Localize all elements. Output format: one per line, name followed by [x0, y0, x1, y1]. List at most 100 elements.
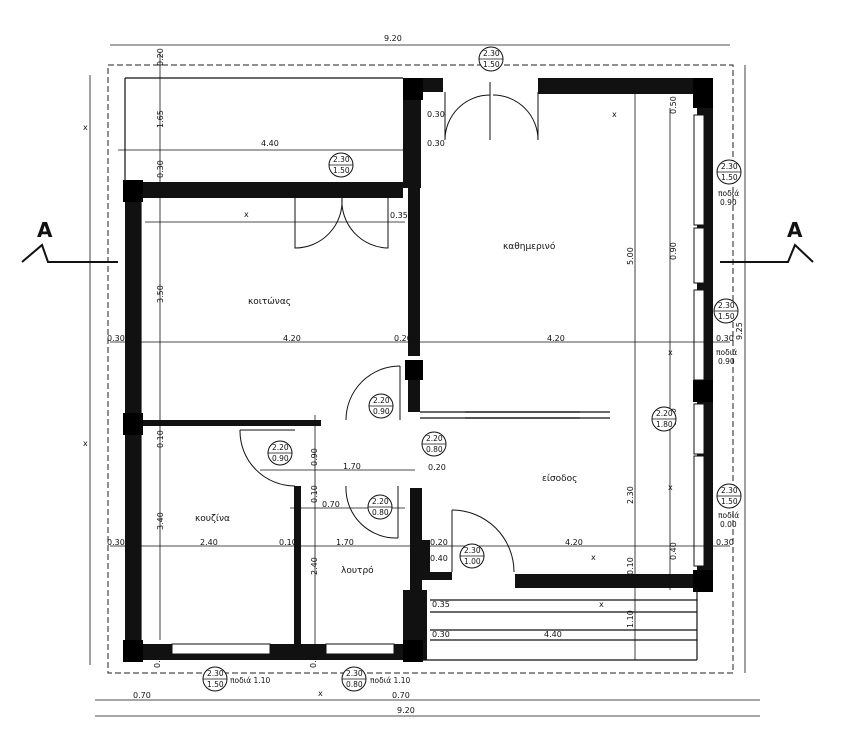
svg-text:2.30: 2.30: [346, 669, 363, 678]
svg-text:1.50: 1.50: [718, 312, 735, 321]
dim-door-jamb-a: 0.30: [427, 110, 445, 119]
dim-right-030-b: 0.30: [716, 538, 734, 547]
svg-text:ποδιά: ποδιά: [718, 511, 739, 520]
svg-text:1.50: 1.50: [721, 497, 738, 506]
dim-bedroom-width: 4.20: [283, 334, 301, 343]
svg-text:2.30: 2.30: [721, 486, 738, 495]
door-swings: [239, 82, 539, 573]
dim-entrance-width: 4.20: [565, 538, 583, 547]
svg-text:0.90: 0.90: [272, 454, 289, 463]
right-windows: [693, 114, 705, 567]
dim-bedroom-depth: 3.50: [156, 285, 165, 303]
dim-right-050: 0.50: [669, 96, 678, 114]
dim-bath-wall: 0.10: [310, 485, 319, 503]
dim-living-width: 4.20: [547, 334, 565, 343]
dim-kitchen-wall-top: 0.10: [156, 430, 165, 448]
dim-x-mark-4: x: [668, 483, 673, 492]
svg-text:2.30: 2.30: [718, 301, 735, 310]
dim-kitchen-wall-left: 0.30: [107, 538, 125, 547]
dim-hall-020-b: 0.20: [430, 538, 448, 547]
svg-text:1.50: 1.50: [207, 680, 224, 689]
dim-right-040: 0.40: [669, 542, 678, 560]
dim-bottom-right-070: 0.70: [392, 691, 410, 700]
dim-x-mark-7: x: [83, 123, 88, 132]
dim-x-mark-2: x: [612, 110, 617, 119]
room-label-kitchen: κουζίνα: [195, 514, 230, 524]
dim-bottom-110: 1.10: [626, 610, 635, 628]
dim-top-wall-a: 0.20: [156, 48, 165, 66]
svg-text:2.20: 2.20: [373, 396, 390, 405]
svg-text:ποδιά 1.10: ποδιά 1.10: [230, 676, 270, 685]
dim-x-mark-6: x: [599, 600, 604, 609]
dim-bath-width-top: 1.70: [343, 462, 361, 471]
dim-x-mark-9: x: [318, 689, 323, 698]
dim-right-010: 0.10: [626, 557, 635, 575]
dim-bath-width: 1.70: [336, 538, 354, 547]
dim-bath-070: 0.70: [322, 500, 340, 509]
dim-bottom-total: 9.20: [397, 706, 415, 715]
dimension-lines: [89, 44, 760, 717]
svg-text:1.50: 1.50: [483, 60, 500, 69]
svg-text:2.20: 2.20: [656, 409, 673, 418]
dim-right-090-a: 0.90: [669, 242, 678, 260]
room-label-bedroom: κοιτώνας: [248, 296, 291, 307]
dim-hall-020-a: 0.20: [428, 463, 446, 472]
dim-entrance-depth: 2.30: [626, 486, 635, 504]
dim-right-total: 9.25: [735, 322, 744, 340]
dim-bottom-left-070: 0.70: [133, 691, 151, 700]
svg-text:2.30: 2.30: [464, 546, 481, 555]
dim-bedroom-width-top: 4.40: [261, 139, 279, 148]
svg-text:2.20: 2.20: [426, 434, 443, 443]
svg-text:2.30: 2.30: [721, 162, 738, 171]
dim-bottom-wall-a: 0.10: [153, 650, 162, 668]
room-label-living: καθημερινό: [503, 241, 556, 252]
dim-entrance-040: 0.40: [430, 554, 448, 563]
svg-text:ποδιά: ποδιά: [718, 189, 739, 198]
svg-text:2.20: 2.20: [372, 497, 389, 506]
dim-top-wall-b: 0.30: [156, 160, 165, 178]
svg-text:1.50: 1.50: [333, 166, 350, 175]
opening-tags: [202, 46, 742, 692]
svg-text:1.00: 1.00: [464, 557, 481, 566]
svg-text:2.30: 2.30: [483, 49, 500, 58]
dim-right-030-a: 0.30: [716, 334, 734, 343]
wall-outlines: [124, 77, 698, 661]
svg-text:1.80: 1.80: [656, 420, 673, 429]
dim-kitchen-wall-right: 0.10: [279, 538, 297, 547]
dim-hall-090: 0.90: [310, 448, 319, 466]
svg-text:2.30: 2.30: [333, 155, 350, 164]
svg-text:0.90: 0.90: [373, 407, 390, 416]
dim-jamb-035: 0.35: [390, 211, 408, 220]
dim-door-jamb-b: 0.30: [427, 139, 445, 148]
section-cut-lines: [21, 243, 814, 263]
section-mark-right: A: [787, 218, 803, 242]
svg-text:ποδιά: ποδιά: [716, 348, 737, 357]
svg-text:2.20: 2.20: [272, 443, 289, 452]
svg-text:0.90: 0.90: [718, 357, 735, 366]
dim-bottom-wall-b: 0.10: [309, 650, 318, 668]
dim-living-depth: 5.00: [626, 247, 635, 265]
plot-boundary: [107, 64, 734, 674]
dim-x-mark-8: x: [83, 439, 88, 448]
dim-kitchen-depth: 3.40: [156, 512, 165, 530]
opening-tag-dividers: [203, 58, 741, 680]
svg-text:0.80: 0.80: [346, 680, 363, 689]
dim-bath-depth: 2.40: [310, 557, 319, 575]
dim-wall-mid-left: 0.30: [107, 334, 125, 343]
svg-text:0.00: 0.00: [720, 520, 737, 529]
svg-text:0.80: 0.80: [426, 445, 443, 454]
dim-bottom-035: 0.35: [432, 600, 450, 609]
dim-x-mark-5: x: [591, 553, 596, 562]
dimension-labels: 9.20 9.20 9.25 4.40 1.65 0.20 0.30 0.30 …: [83, 34, 744, 715]
sill-notes: ποδιά 0.90 ποδιά 0.90 ποδιά 0.00 ποδιά 1…: [230, 189, 739, 685]
dim-top-gap: 1.65: [156, 110, 165, 128]
dim-wall-mid-center: 0.20: [394, 334, 412, 343]
dim-x-mark-3: x: [668, 348, 673, 357]
svg-text:2.30: 2.30: [207, 669, 224, 678]
room-label-bathroom: λουτρό: [341, 565, 374, 576]
dim-bottom-440: 4.40: [544, 630, 562, 639]
svg-text:1.50: 1.50: [721, 173, 738, 182]
section-mark-left: A: [37, 218, 53, 242]
dim-x-mark-1: x: [244, 210, 249, 219]
